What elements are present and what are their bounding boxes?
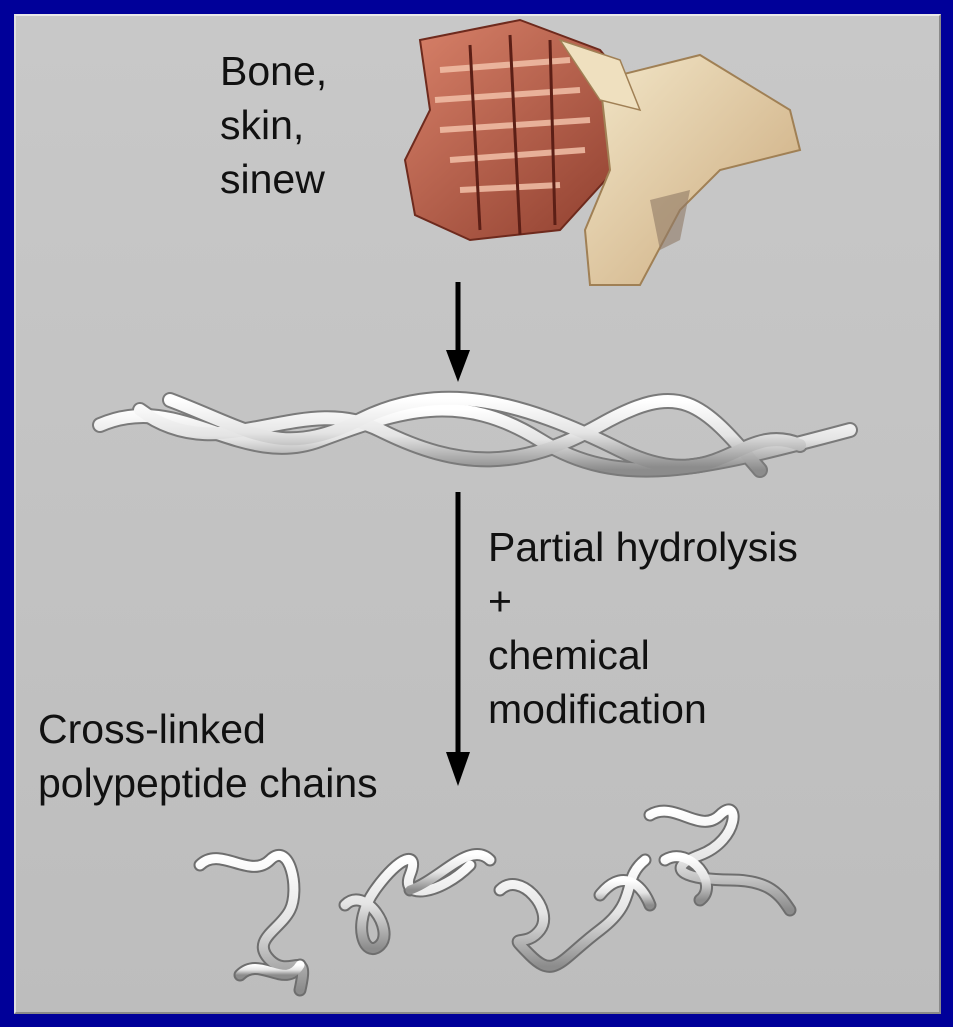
process-label-line: Partial hydrolysis — [488, 520, 798, 574]
arrow-down-1 — [446, 282, 470, 382]
collagen-triple-helix — [100, 399, 850, 470]
source-label-line: skin, — [220, 98, 420, 152]
source-label-line: sinew — [220, 152, 420, 206]
process-label-line: chemical — [488, 628, 798, 682]
arrow-down-2 — [446, 492, 470, 786]
source-label-line: Bone, — [220, 44, 420, 98]
source-label: Bone, skin, sinew — [220, 44, 420, 206]
process-label: Partial hydrolysis + chemical modificati… — [488, 520, 798, 736]
product-label: Cross-linked polypeptide chains — [38, 702, 378, 810]
process-label-line: modification — [488, 682, 798, 736]
product-label-line: Cross-linked — [38, 702, 378, 756]
product-label-line: polypeptide chains — [38, 756, 378, 810]
bone-skin-sinew-image — [405, 20, 800, 285]
polypeptide-chains — [200, 810, 790, 990]
process-label-line: + — [488, 574, 798, 628]
